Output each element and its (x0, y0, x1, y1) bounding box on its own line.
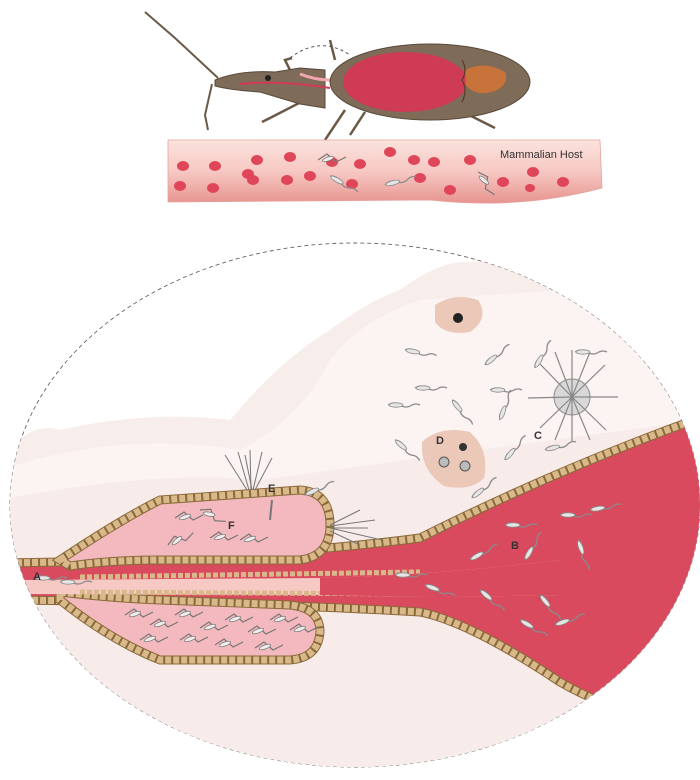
label-d: D (436, 435, 444, 447)
triatomine-bug-icon (145, 12, 530, 140)
label-a: A (33, 571, 41, 583)
label-b: B (511, 540, 519, 552)
label-e: E (268, 483, 275, 495)
mammalian-host-label: Mammalian Host (500, 149, 583, 161)
tissue-section: A B C D E F (0, 250, 700, 780)
label-c: C (534, 430, 542, 442)
blood-vessel: Mammalian Host (168, 140, 602, 203)
label-f: F (228, 520, 235, 532)
